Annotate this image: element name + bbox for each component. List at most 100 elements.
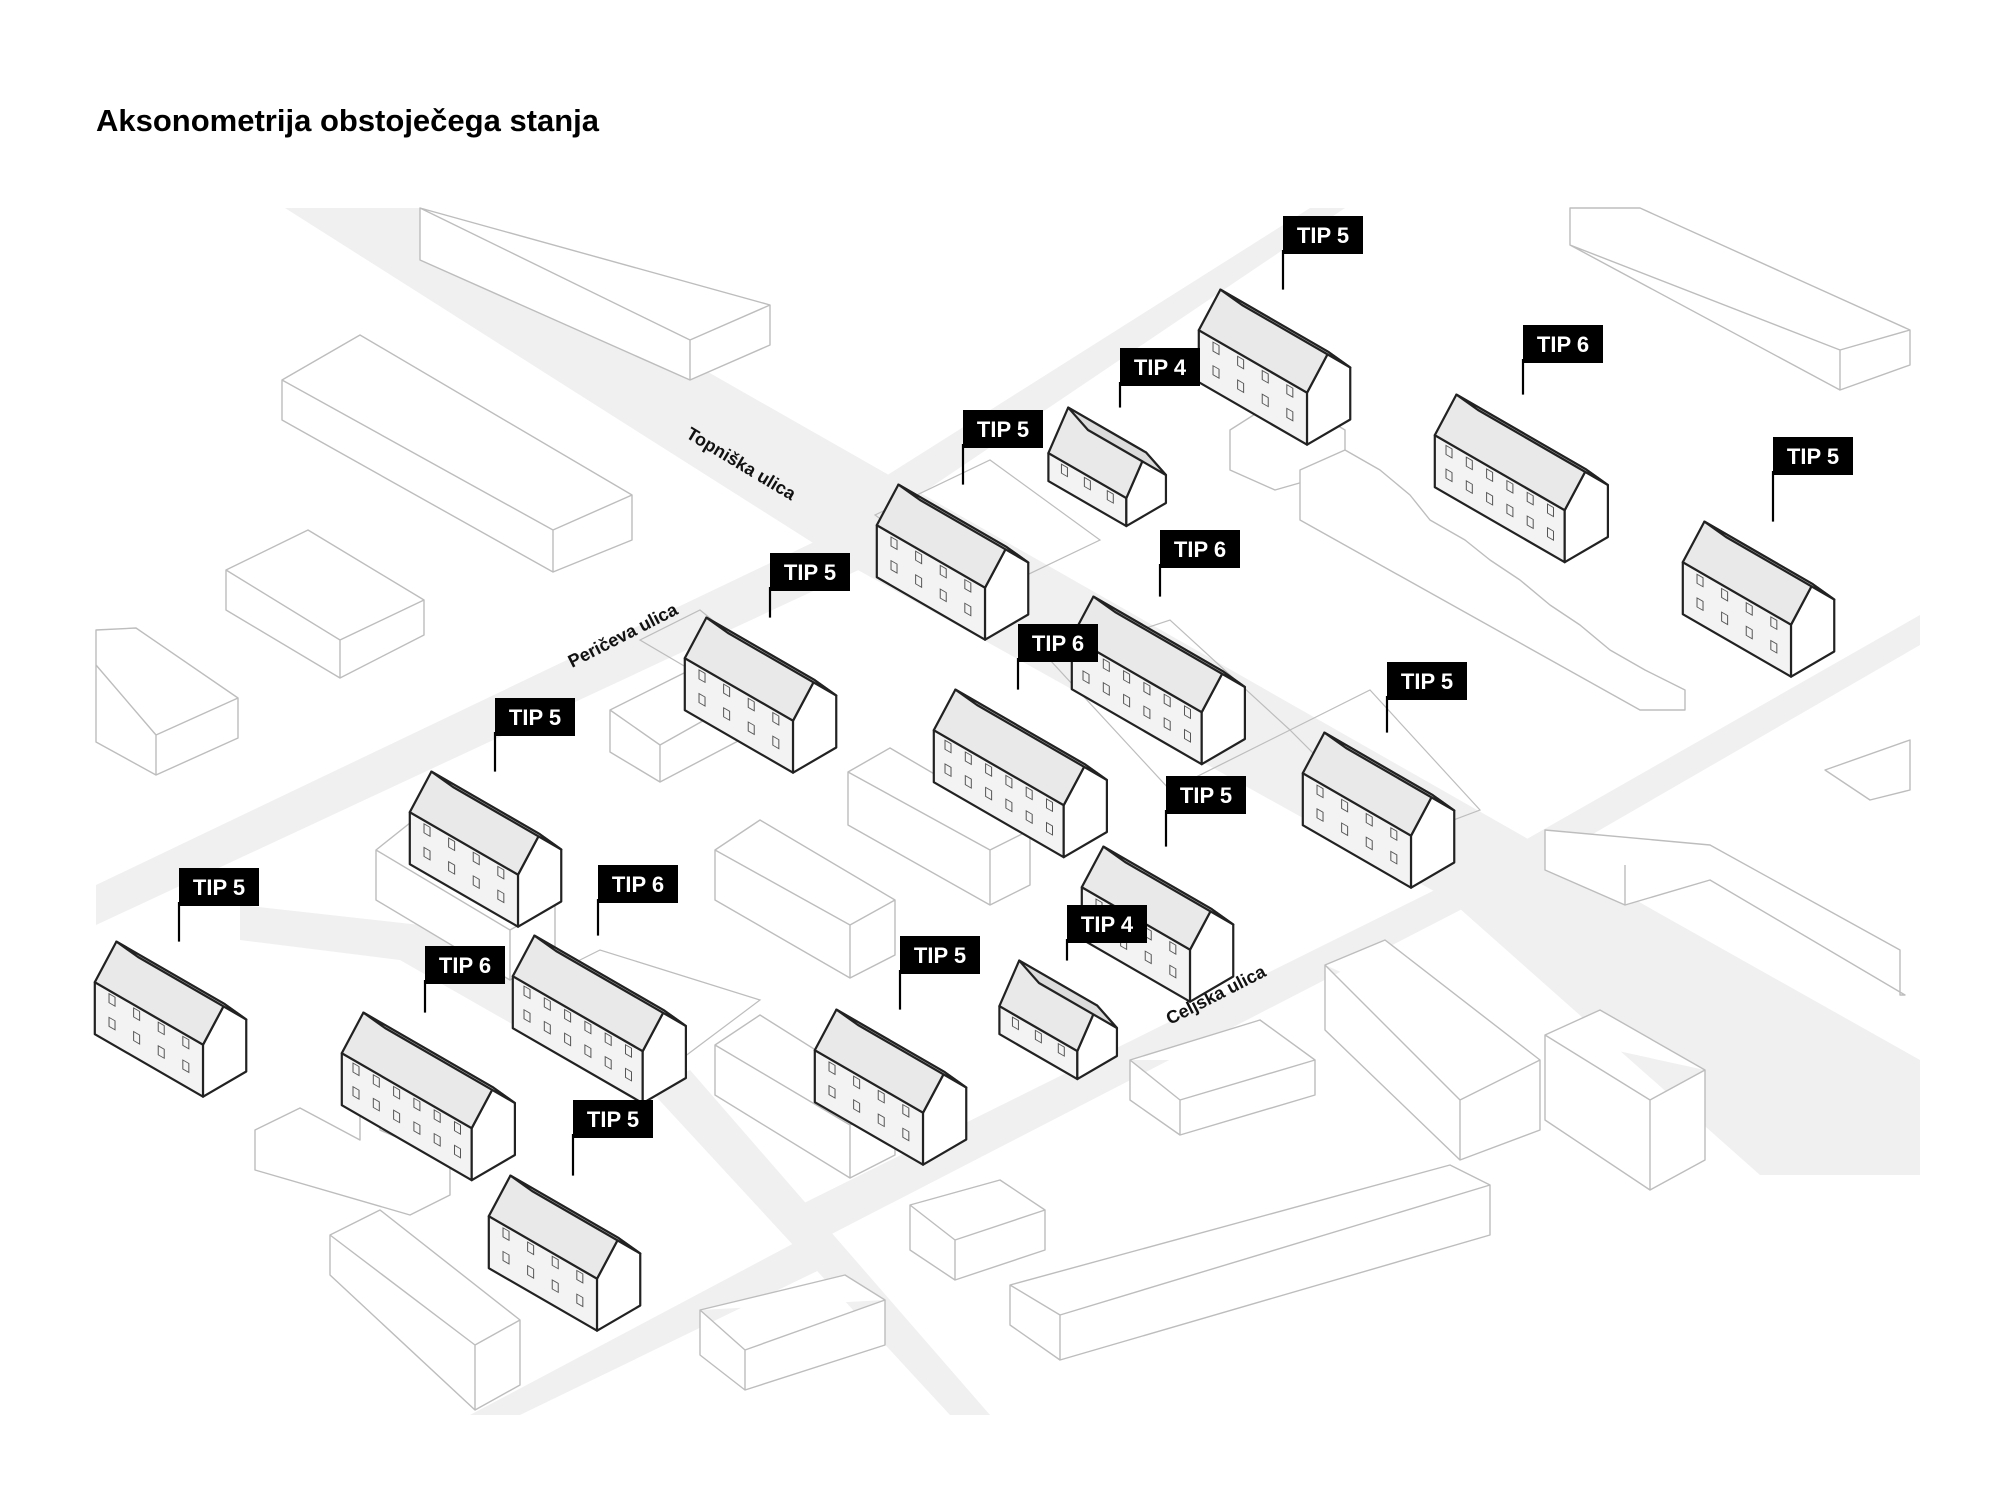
context-block	[1009, 1164, 1491, 1361]
building-tip-5[interactable]: TIP 5	[1301, 662, 1467, 889]
window	[1011, 1016, 1019, 1031]
type-tag-label: TIP 6	[1537, 332, 1589, 357]
building-tip-5[interactable]: TIP 5	[875, 410, 1043, 641]
type-tag-box	[1067, 905, 1147, 943]
road-southwest	[650, 1070, 990, 1415]
building-roof-back	[1018, 959, 1119, 1030]
building-roof-back	[430, 770, 563, 851]
context-block	[1569, 207, 1911, 391]
window	[1365, 836, 1373, 851]
window	[352, 1062, 360, 1077]
window	[1212, 341, 1220, 356]
building-tip-6[interactable]: TIP 6	[1070, 530, 1247, 766]
building-tip-6[interactable]: TIP 6	[932, 624, 1109, 859]
window	[890, 536, 898, 551]
type-tag: TIP 5	[495, 698, 575, 736]
type-tag: TIP 5	[900, 936, 980, 974]
type-tag-label: TIP 5	[914, 943, 966, 968]
type-tag-box	[425, 946, 505, 984]
type-tag-label: TIP 6	[612, 872, 664, 897]
road-path-west	[240, 905, 560, 1040]
window	[1183, 705, 1191, 720]
type-tag: TIP 5	[770, 553, 850, 591]
building-tip-5[interactable]: TIP 5	[813, 936, 980, 1166]
building-tip-5[interactable]: TIP 5	[408, 698, 575, 928]
window	[433, 1132, 441, 1147]
type-tag: TIP 4	[1120, 348, 1200, 386]
window	[698, 692, 706, 707]
type-tag-label: TIP 5	[1787, 444, 1839, 469]
window	[1465, 480, 1473, 495]
window	[1123, 669, 1131, 685]
window	[1169, 964, 1177, 979]
window	[527, 1264, 535, 1279]
building-tip-5[interactable]: TIP 5	[487, 1100, 653, 1332]
context-terrace	[1299, 449, 1686, 711]
page-title: Aksonometrija obstoječega stanja	[96, 103, 600, 138]
building-tip-6[interactable]: TIP 6	[1433, 325, 1610, 564]
window	[1083, 476, 1091, 491]
type-tag-label: TIP 4	[1134, 355, 1187, 380]
window	[1261, 369, 1269, 384]
building-tip-5[interactable]: TIP 5	[1080, 776, 1246, 1003]
building-tip-4[interactable]: TIP 4	[998, 905, 1147, 1081]
window	[133, 1030, 141, 1045]
type-tag: TIP 6	[425, 946, 505, 984]
window	[1005, 798, 1013, 813]
building-tip-5[interactable]: TIP 5	[683, 553, 850, 774]
window	[1183, 728, 1191, 743]
window	[157, 1021, 165, 1036]
window	[877, 1113, 885, 1128]
window	[1286, 407, 1294, 422]
context-block	[1129, 1019, 1316, 1136]
window	[543, 1020, 551, 1035]
type-tag-label: TIP 5	[1180, 783, 1232, 808]
window	[551, 1279, 559, 1294]
window	[1057, 1042, 1065, 1057]
context-block	[95, 627, 239, 776]
window	[1025, 786, 1033, 801]
window	[853, 1099, 861, 1114]
window	[1745, 601, 1753, 616]
building-tip-5[interactable]: TIP 5	[1681, 437, 1853, 678]
window	[1060, 463, 1068, 478]
window	[393, 1085, 401, 1100]
context-block	[699, 1274, 886, 1391]
window	[1045, 798, 1053, 813]
window	[1721, 611, 1729, 626]
type-tag-box	[1120, 348, 1200, 386]
window	[772, 735, 780, 750]
window	[576, 1269, 584, 1284]
type-tag: TIP 6	[1160, 530, 1240, 568]
window	[413, 1121, 421, 1136]
type-tag-box	[1283, 216, 1363, 254]
window	[723, 683, 731, 698]
window	[915, 550, 923, 565]
window	[584, 1044, 592, 1059]
building-tip-5[interactable]: TIP 5	[93, 868, 259, 1098]
building-tip-4[interactable]: TIP 4	[1047, 348, 1200, 528]
window	[1770, 639, 1778, 654]
context-block	[714, 819, 896, 979]
context-block	[1824, 739, 1911, 801]
window	[939, 588, 947, 603]
window	[502, 1227, 510, 1242]
window	[133, 1007, 141, 1022]
window	[1770, 616, 1778, 631]
window	[604, 1055, 612, 1070]
type-tag: TIP 5	[1283, 216, 1363, 254]
building-roof-back	[897, 483, 1030, 564]
building-roof-back	[1219, 288, 1352, 369]
window	[1144, 950, 1152, 965]
context-block	[419, 207, 771, 381]
building-tip-5[interactable]: TIP 5	[1197, 216, 1363, 446]
window	[1341, 798, 1349, 813]
road-south	[470, 1240, 840, 1415]
window	[1005, 774, 1013, 789]
window	[523, 985, 531, 1000]
type-tag-label: TIP 6	[1032, 631, 1084, 656]
window	[939, 564, 947, 579]
window	[1486, 468, 1494, 483]
building-tip-6[interactable]: TIP 6	[340, 946, 517, 1182]
window	[1261, 393, 1269, 408]
